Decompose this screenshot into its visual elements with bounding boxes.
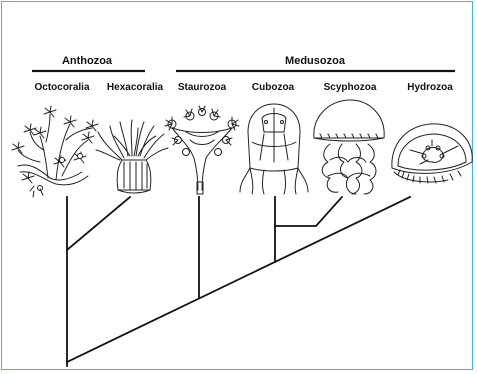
taxon-label-cubozoa: Cubozoa (252, 82, 295, 93)
taxon-label-staurozoa: Staurozoa (178, 82, 227, 93)
taxon-label-scyphozoa: Scyphozoa (324, 82, 377, 93)
branch-scyphozoa (275, 197, 342, 226)
true-jellyfish-icon (314, 100, 384, 194)
sea-anemone-icon (96, 120, 168, 193)
taxon-label-octocoralia: Octocoralia (34, 82, 89, 93)
taxon-label-hexacoralia: Hexacoralia (107, 82, 164, 93)
octocoral-colony-icon (12, 106, 98, 197)
box-jellyfish-icon (240, 104, 308, 194)
taxon-label-hydrozoa: Hydrozoa (407, 82, 453, 93)
branch-hexacoralia (67, 197, 130, 250)
group-label-medusozoa: Medusozoa (285, 55, 346, 67)
cladogram (67, 197, 410, 366)
hydromedusa-icon (392, 124, 472, 183)
branch-medusozoa-spine (67, 197, 410, 362)
group-label-anthozoa: Anthozoa (62, 55, 113, 67)
stalked-jellyfish-icon (165, 106, 239, 194)
